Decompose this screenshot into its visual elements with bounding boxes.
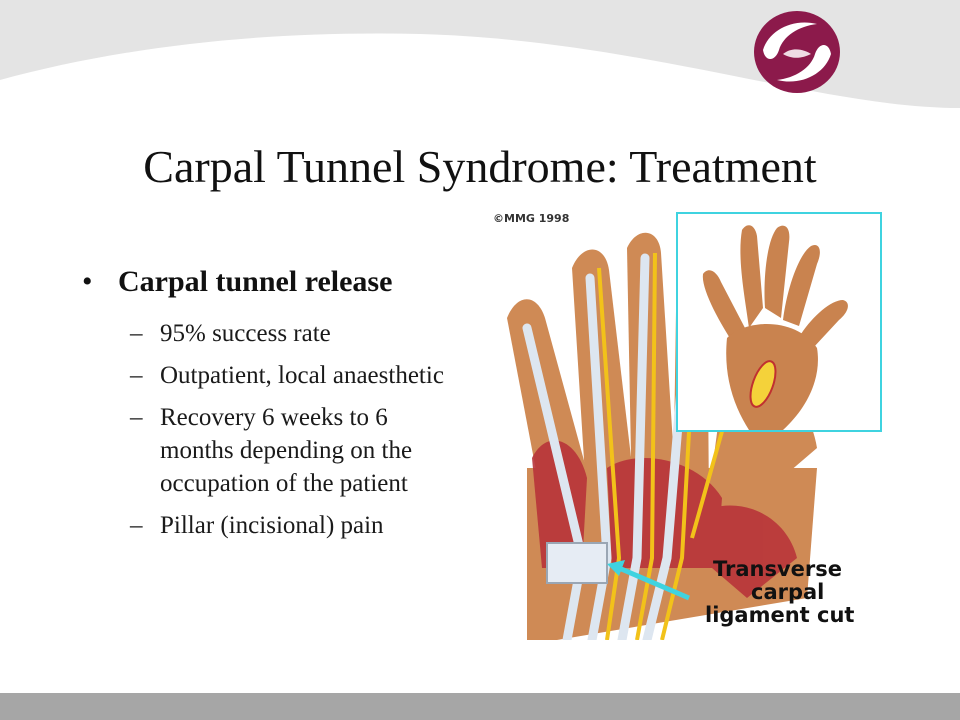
dash-marker: – xyxy=(130,512,143,539)
bullet-marker: • xyxy=(82,265,93,298)
sub-bullet-text: Pillar (incisional) pain xyxy=(160,512,384,539)
inset-palm-view xyxy=(676,212,882,432)
sub-bullet: –Outpatient, local anaesthetic xyxy=(130,359,460,392)
callout-line-2: carpal xyxy=(751,580,824,604)
main-bullet-text: Carpal tunnel release xyxy=(118,265,393,298)
sub-bullet-list: –95% success rate –Outpatient, local ana… xyxy=(130,317,460,551)
pointer-arrow xyxy=(607,560,690,601)
main-bullet: • Carpal tunnel release xyxy=(82,265,392,299)
incision-site xyxy=(749,360,777,408)
header-wave xyxy=(0,0,960,108)
slide-title: Carpal Tunnel Syndrome: Treatment xyxy=(143,141,817,192)
sub-bullet-text: Outpatient, local anaesthetic xyxy=(160,362,444,389)
sub-bullet: –Recovery 6 weeks to 6 months depending … xyxy=(130,401,460,500)
dash-marker: – xyxy=(130,320,143,347)
sub-bullet-text: Recovery 6 weeks to 6 months depending o… xyxy=(160,404,413,497)
callout-line-3: ligament cut xyxy=(705,603,854,627)
sub-bullet-text: 95% success rate xyxy=(160,320,331,347)
dash-marker: – xyxy=(130,404,143,431)
dash-marker: – xyxy=(130,362,143,389)
copyright-text: ©MMG 1998 xyxy=(493,212,569,225)
footer-bar xyxy=(0,693,960,720)
company-logo xyxy=(754,11,840,93)
transverse-ligament xyxy=(546,542,608,584)
sub-bullet: –Pillar (incisional) pain xyxy=(130,509,460,542)
sub-bullet: –95% success rate xyxy=(130,317,460,350)
hand-anatomy-illustration: ©MMG 1998 Transverse carpal ligament cut xyxy=(487,208,889,640)
callout-line-1: Transverse xyxy=(713,557,842,581)
